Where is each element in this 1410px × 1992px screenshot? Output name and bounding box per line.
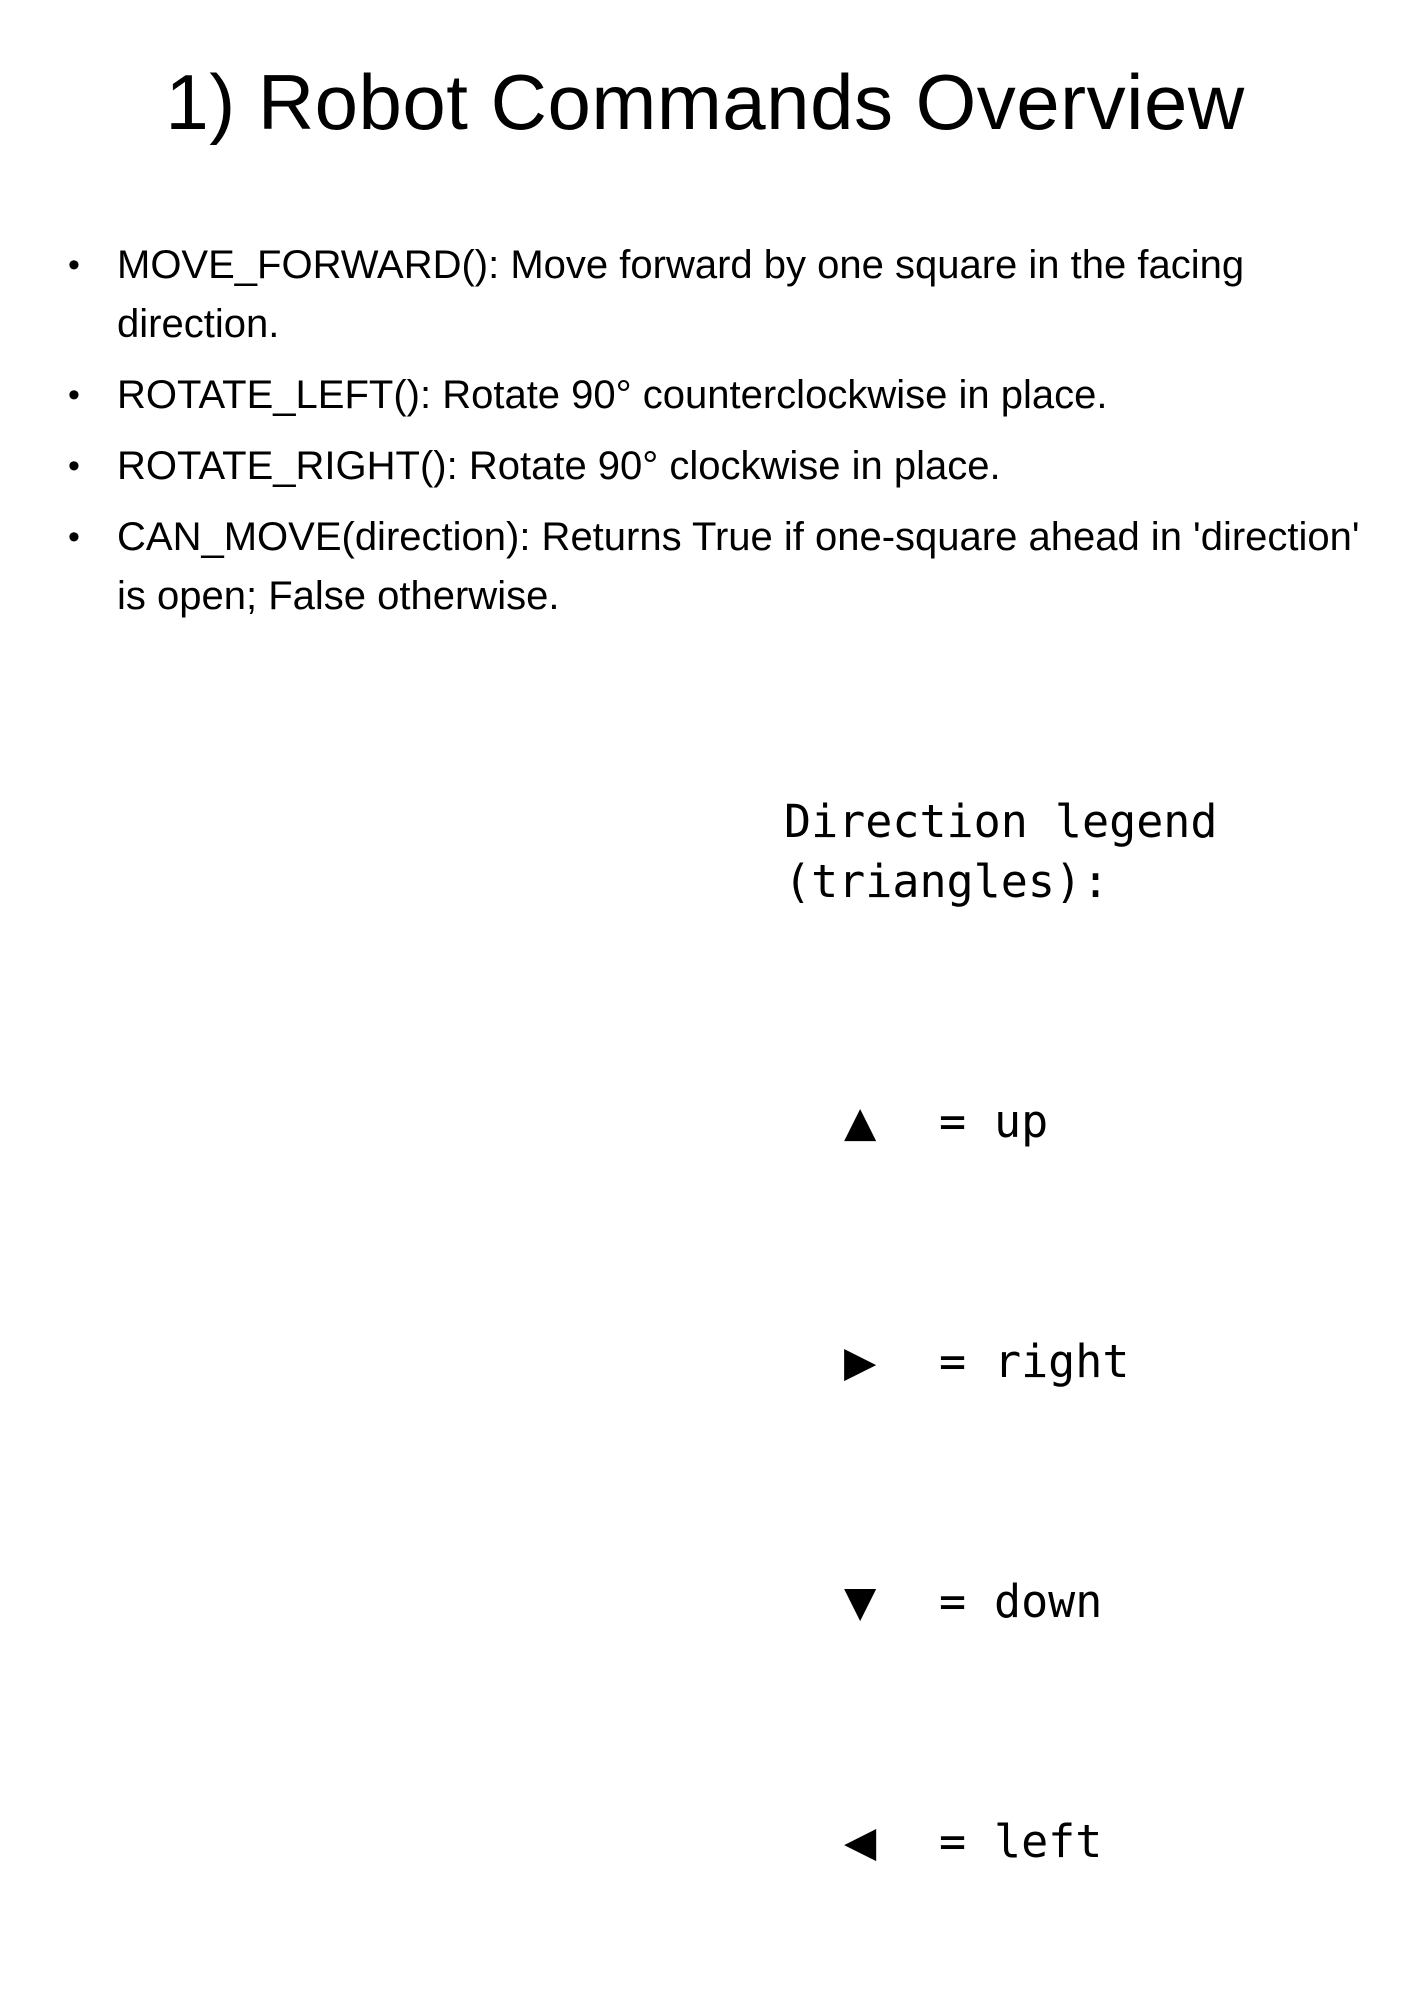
legend-label: left [994,1815,1103,1868]
bullet-icon: • [68,447,80,485]
legend-equals: = [939,1335,967,1388]
bullet-icon: • [68,518,80,556]
list-item-rotate-left: • ROTATE_LEFT(): Rotate 90° counterclock… [68,366,1368,425]
legend-title: Direction legend (triangles): [784,795,1218,908]
bullet-text: MOVE_FORWARD(): Move forward by one squa… [117,243,1245,346]
command-list: • MOVE_FORWARD(): Move forward by one sq… [68,236,1368,638]
legend-equals: = [939,1815,967,1868]
legend-label: down [994,1575,1103,1628]
slide: 1) Robot Commands Overview • MOVE_FORWAR… [68,58,1368,1868]
legend-label: up [994,1095,1049,1148]
list-item-move-forward: • MOVE_FORWARD(): Move forward by one sq… [68,236,1368,354]
list-item-rotate-right: • ROTATE_RIGHT(): Rotate 90° clockwise i… [68,437,1368,496]
legend-label: right [994,1335,1130,1388]
bullet-text: CAN_MOVE(direction): Returns True if one… [117,515,1360,618]
list-item-can-move: • CAN_MOVE(direction): Returns True if o… [68,508,1368,626]
slide-title: 1) Robot Commands Overview [165,58,1245,146]
bullet-text: ROTATE_RIGHT(): Rotate 90° clockwise in … [117,444,1001,488]
bullet-icon: • [68,246,80,284]
legend-row-left: ◀ = left [784,1812,1254,1872]
legend-row-up: ▲ = up [784,1092,1254,1152]
triangle-down-icon: ▼ [844,1577,877,1626]
triangle-right-icon: ▶ [844,1337,877,1386]
direction-legend: Direction legend (triangles): ▲ = up ▶ =… [784,672,1254,1992]
bullet-text: ROTATE_LEFT(): Rotate 90° counterclockwi… [117,373,1108,417]
legend-equals: = [939,1095,967,1148]
bullet-icon: • [68,376,80,414]
legend-row-down: ▼ = down [784,1572,1254,1632]
triangle-up-icon: ▲ [844,1097,877,1146]
triangle-left-icon: ◀ [844,1817,877,1866]
legend-row-right: ▶ = right [784,1332,1254,1392]
legend-equals: = [939,1575,967,1628]
